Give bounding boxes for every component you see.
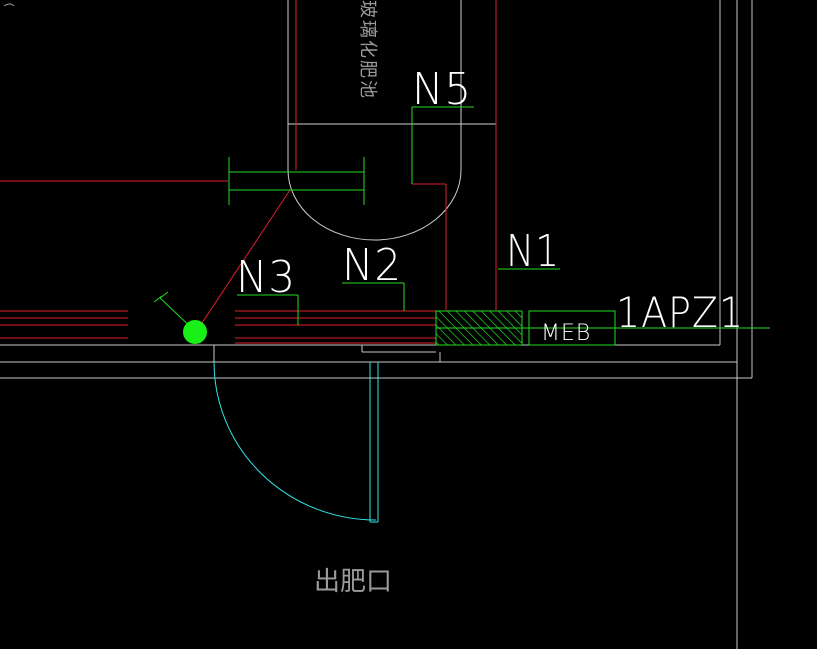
tank-bottom-arc (287, 169, 462, 241)
label-n2: N2 (342, 240, 402, 291)
fertilizer-tank (287, 0, 496, 241)
lamp-arm-tick-2 (159, 291, 169, 299)
tank-name: 玻璃化肥池 (357, 0, 378, 100)
label-outlet: 出肥口 (314, 567, 392, 597)
lamp-symbol (183, 320, 207, 344)
meb-box (528, 310, 616, 346)
label-panel-id: 1APZ1 (616, 288, 744, 337)
label-n5: N5 (412, 64, 472, 115)
conduits (0, 0, 497, 344)
door-swing-arc (213, 361, 377, 521)
meb-label: MEB (541, 321, 591, 346)
label-n3: N3 (236, 252, 296, 303)
conduit-diagonal (195, 189, 291, 333)
corner-mark (3, 3, 15, 7)
door (213, 361, 379, 523)
walls (0, 0, 753, 649)
label-n1: N1 (506, 226, 560, 277)
